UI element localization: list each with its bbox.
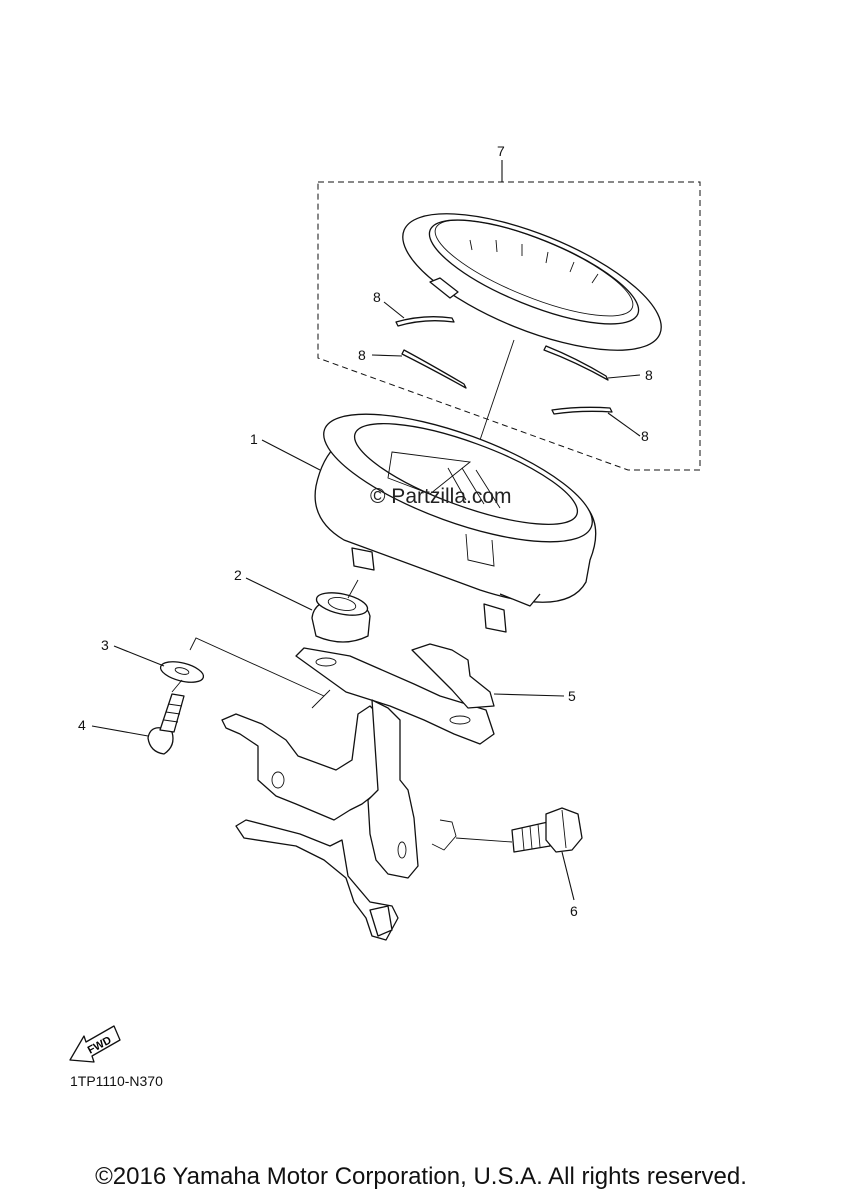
callout-8-upper-right: 8	[645, 367, 653, 383]
seal-strip-part	[543, 345, 609, 381]
grommet-part	[311, 592, 371, 643]
seal-strip-part	[395, 316, 455, 327]
callout-1: 1	[250, 431, 258, 447]
drawing-code: 1TP1110-N370	[70, 1073, 163, 1089]
callout-3: 3	[101, 637, 109, 653]
washer-part	[159, 661, 205, 683]
flange-bolt-part	[511, 807, 583, 853]
meter-assembly-part	[314, 413, 597, 633]
callout-8-upper-left: 8	[373, 289, 381, 305]
meter-lens-ring-part	[402, 213, 662, 351]
callout-4: 4	[78, 717, 86, 733]
stay-bracket-part	[221, 699, 457, 941]
fwd-label: FWD	[86, 1034, 114, 1056]
callout-7: 7	[497, 143, 505, 159]
callout-2: 2	[234, 567, 242, 583]
watermark-text: © Partzilla.com	[370, 485, 512, 508]
seal-strip-part	[551, 406, 613, 415]
meter-bracket-part	[295, 643, 495, 745]
assembly-boundary-7	[317, 181, 701, 471]
callout-8-lower-right: 8	[641, 428, 649, 444]
screw-part	[147, 693, 185, 755]
forward-direction-arrow-icon: FWD	[69, 1025, 121, 1063]
callout-8-lower-left: 8	[358, 347, 366, 363]
copyright-notice: ©2016 Yamaha Motor Corporation, U.S.A. A…	[95, 1163, 747, 1190]
callout-6: 6	[570, 903, 578, 919]
seal-strip-part	[401, 349, 467, 389]
callout-5: 5	[568, 688, 576, 704]
